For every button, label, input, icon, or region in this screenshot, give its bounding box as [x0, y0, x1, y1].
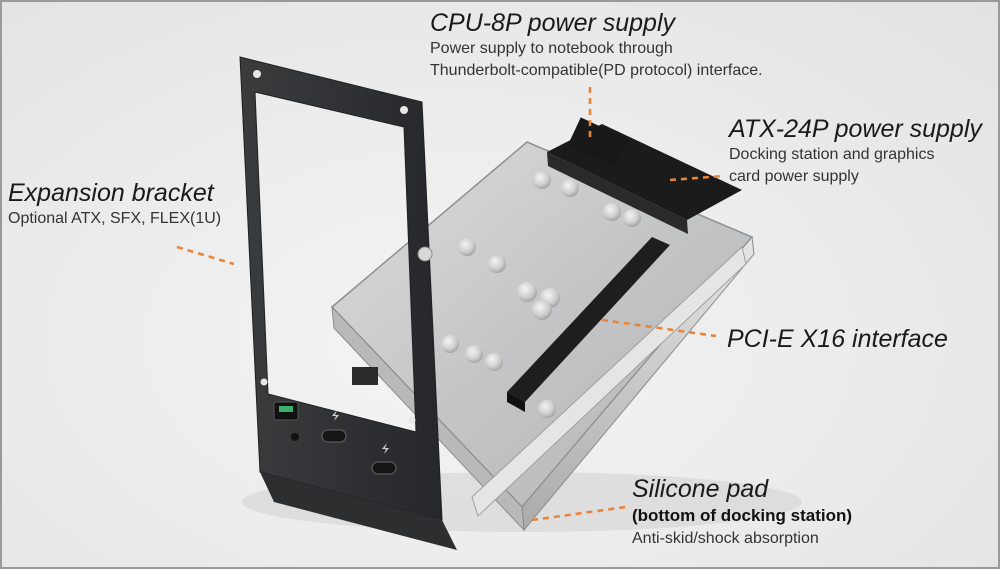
- callout-desc-line: card power supply: [729, 168, 859, 185]
- callout-title: CPU-8P power supply: [430, 9, 676, 37]
- callout-desc-line: Thunderbolt-compatible(PD protocol) inte…: [430, 62, 763, 79]
- leader-line-atx: [669, 174, 725, 182]
- callout-desc-line: Optional ATX, SFX, FLEX(1U): [8, 210, 222, 227]
- bracket-base-flange: [260, 472, 457, 550]
- expansion-bracket: [239, 56, 443, 521]
- callout-desc-line: Docking station and graphics: [729, 146, 935, 163]
- callout-title: ATX-24P power supply: [729, 115, 982, 143]
- callout-expansion-bracket: Expansion bracket Optional ATX, SFX, FLE…: [8, 178, 221, 230]
- capacitor-group: [441, 171, 641, 418]
- thunderbolt-port-1: [321, 429, 347, 443]
- callout-desc-line: Anti-skid/shock absorption: [632, 530, 819, 547]
- thunderbolt-icon: [332, 410, 339, 421]
- callout-title: Silicone pad: [632, 475, 769, 503]
- callout-pcie-x16: PCI-E X16 interface: [727, 324, 948, 354]
- led-hole: [291, 433, 299, 441]
- bracket-mounting-holes: [253, 70, 416, 424]
- callout-silicone-pad: Silicone pad (bottom of docking station)…: [632, 474, 852, 550]
- usb-port-tongue: [279, 406, 293, 412]
- pcie-slot-end: [507, 392, 525, 412]
- callout-desc-line: Power supply to notebook through: [430, 40, 673, 57]
- leader-line-pcie: [601, 318, 717, 338]
- leader-line-silicone: [531, 505, 627, 522]
- controller-chip: [352, 367, 378, 385]
- thunderbolt-icon: [382, 443, 389, 454]
- leader-line-expansion: [176, 245, 235, 266]
- thunderbolt-port-2: [371, 461, 397, 475]
- thumb-screw: [417, 246, 433, 262]
- pcie-x16-slot: [507, 237, 670, 402]
- atx-24p-connector-front: [547, 152, 688, 234]
- callout-cpu-8p: CPU-8P power supply Power supply to note…: [430, 8, 763, 82]
- callout-atx-24p: ATX-24P power supply Docking station and…: [729, 114, 982, 188]
- bottom-rail: [471, 246, 747, 517]
- cpu-8p-connector: [568, 117, 628, 167]
- callout-title: Expansion bracket: [8, 179, 214, 207]
- callout-sub-line: (bottom of docking station): [632, 506, 853, 525]
- callout-title: PCI-E X16 interface: [727, 325, 948, 353]
